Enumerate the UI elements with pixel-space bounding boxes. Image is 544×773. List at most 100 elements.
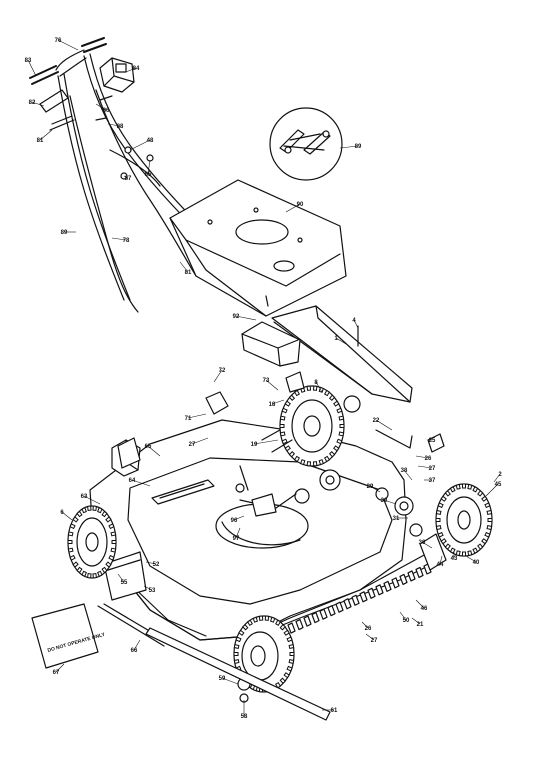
tread-block: [101, 566, 108, 574]
leader-control-box: [125, 67, 137, 73]
tread-block: [269, 616, 276, 623]
tread-block: [444, 543, 451, 550]
part-label-cable-b: 78: [123, 238, 130, 244]
tread-block: [81, 507, 87, 514]
tread-block: [435, 525, 442, 531]
part-label-rail-bolt: 4: [352, 318, 356, 324]
part-label-bracket-b: 73: [263, 378, 270, 384]
leader-decal-label: [55, 663, 65, 673]
tread-block: [294, 455, 300, 463]
part-label-front-axle-label-b: 38: [401, 468, 408, 474]
drive-assembly: [205, 371, 447, 703]
tread-block: [312, 385, 318, 391]
part-label-front-wheel-label-c: 44: [437, 562, 444, 568]
leader-link-assembly: [339, 145, 359, 149]
part-label-control-box: 84: [133, 66, 140, 72]
leader-bracket-d: [191, 437, 209, 445]
part-label-lever-b: 81: [37, 138, 44, 144]
leader-front-wheel-label-c: [439, 555, 443, 565]
tread-block: [283, 672, 290, 679]
leader-gear-label-a: [369, 485, 381, 493]
part-label-grip-left: 83: [25, 58, 32, 64]
tread-block: [288, 451, 296, 458]
part-label-bracket-a: 72: [219, 368, 226, 374]
tread-block: [437, 502, 444, 509]
leader-pulley-nut: [221, 677, 239, 685]
tread-block: [235, 636, 242, 643]
control-cable-b: [95, 89, 197, 277]
comb-tooth: [375, 584, 384, 596]
tread-block: [233, 652, 239, 656]
tread-block: [435, 509, 442, 515]
tread-block: [105, 516, 112, 523]
tread-block: [288, 644, 295, 649]
tread-block: [281, 438, 288, 445]
comb-tooth: [351, 594, 360, 606]
leader-skirt-label-c: [117, 573, 125, 583]
part-label-handle-bar-a: 86: [103, 108, 110, 114]
leader-front-right-label-c: [415, 455, 429, 459]
tread-block: [72, 516, 79, 523]
tread-block: [286, 665, 293, 672]
tread-block: [87, 505, 92, 511]
part-label-front-right-label: 22: [373, 418, 380, 424]
tread-block: [284, 445, 291, 452]
leader-comb-label-e: [361, 621, 369, 629]
tread-block: [294, 389, 300, 397]
leader-chute-label: [147, 445, 161, 457]
tread-block: [76, 510, 83, 518]
tread-block: [279, 431, 286, 437]
part-label-pulley-bolt: 58: [241, 714, 248, 720]
mower-deck: [89, 419, 429, 641]
deflector-strip: [145, 627, 331, 721]
part-label-comb-label-d: 27: [371, 638, 378, 644]
link-detail-inset: [269, 107, 343, 181]
leader-rail: [335, 337, 347, 345]
tread-block: [437, 531, 444, 538]
tread-block: [264, 615, 270, 621]
left-grip: [29, 65, 59, 85]
part-label-bracket-c: 71: [185, 416, 192, 422]
leader-bracket-c: [187, 413, 207, 419]
leader-lever-b: [39, 129, 53, 141]
leader-handle-bar-b: [107, 123, 121, 127]
comb-tooth: [359, 591, 368, 603]
leader-bolt-b: [123, 175, 129, 179]
tread-block: [283, 629, 290, 636]
leader-plate-label: [131, 479, 151, 487]
part-label-axle-label: 8: [314, 380, 318, 386]
leader-comb-label-d: [365, 633, 375, 641]
tread-block: [247, 619, 253, 626]
leader-front-right-label: [375, 419, 393, 431]
part-label-link-assembly: 89: [355, 144, 362, 150]
leader-engine-cover: [285, 203, 301, 213]
rear-wheel-left: [67, 505, 117, 579]
tread-block: [435, 518, 441, 522]
part-label-cable-a: 89: [61, 230, 68, 236]
tread-block: [440, 495, 447, 502]
rear-wheel-right: [279, 385, 345, 467]
leader-wheel-left-label: [61, 511, 73, 521]
front-wheel-right: [435, 483, 493, 557]
leader-deck-bolt: [235, 527, 241, 539]
tread-block: [238, 629, 245, 636]
tread-block: [72, 561, 79, 568]
leader-front-right-label-d: [417, 465, 433, 469]
tread-block: [110, 547, 117, 553]
comb-tooth: [391, 577, 400, 589]
part-label-rail: 1: [334, 336, 338, 342]
tread-block: [462, 483, 466, 489]
tread-block: [328, 451, 336, 458]
tread-block: [252, 616, 259, 623]
tread-block: [481, 538, 488, 545]
part-label-rear-wheel-right-label: 19: [251, 442, 258, 448]
tread-block: [484, 502, 491, 509]
tread-block: [110, 531, 117, 537]
tread-block: [105, 561, 112, 568]
tread-block: [284, 400, 291, 407]
part-number-labels: 7683828184868848878589788189909214727371…: [25, 38, 503, 720]
comb-tooth: [287, 622, 296, 634]
leader-comb-label: [415, 599, 425, 609]
part-label-bracket-d: 27: [189, 442, 196, 448]
tread-block: [324, 455, 330, 463]
